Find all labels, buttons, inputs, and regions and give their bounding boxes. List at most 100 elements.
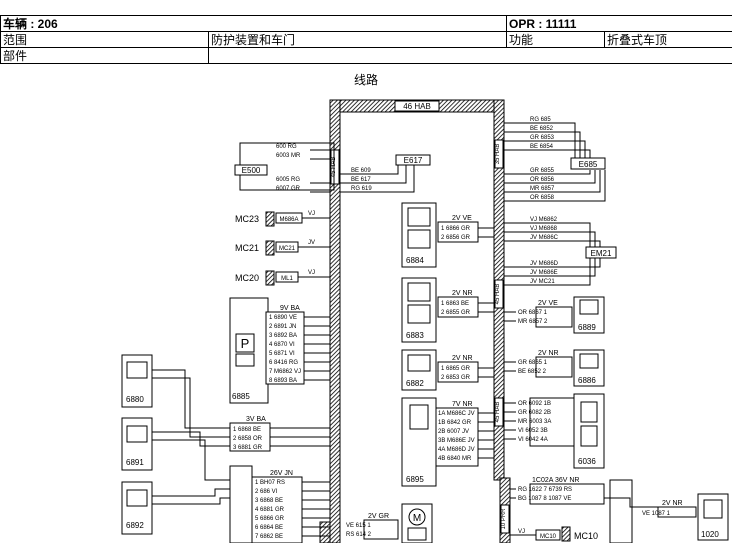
component-6882: 6882 2V NR 1 6865 GR 2 6853 GR [401,349,494,391]
c6884-conn: 2V VE [452,215,472,222]
component-6892: 6892 [121,481,230,535]
c6889-label: 6889 [578,323,596,332]
c3v-conn: 3V BA [246,416,266,423]
c6882-row: 2 6853 GR [441,375,471,381]
c1c02a-row: BG 1087 8 1087 VE [518,496,571,502]
e685-wire: OR 6858 [530,195,555,201]
c26v-row: 6 6864 BE [255,525,283,531]
em21-connector: VJ M6862 VJ M6868 JV M686C JV M686D JV M… [504,217,617,286]
e617-wire: BE 617 [351,177,371,183]
c6885-row: 3 6892 BA [269,333,297,339]
harness-bottom-tag: 10 PRR [501,508,507,530]
car-icon [126,425,148,443]
component-6895: 6895 7V NR 1A M686C JV 1B 6842 GR 2B 600… [401,397,494,487]
switch-icon [409,404,429,430]
c6884-label: 6884 [406,256,424,265]
c1c02a-row: RG 1622 7 6739 RS [518,487,572,493]
c6892-label: 6892 [126,521,144,530]
ground-connectors: MC23 M686A VJ MC21 MC21 JV MC20 ML1 VJ [235,211,330,286]
c6891-label: 6891 [126,458,144,467]
c6036-row: OR 6092 1B [518,401,551,407]
mc10-wire: VJ [518,529,525,535]
e500-wire: 6007 GR [276,186,301,192]
c6895-label: 6895 [406,475,424,484]
e500-label: E500 [242,166,261,175]
diagram-caption: 线路 [353,73,378,87]
connector-2v-gr: 2V GR VE 615 1 RS 614 2 M [346,503,433,543]
c6883-conn: 2V NR [452,290,473,297]
c6886-conn: 2V NR [538,350,559,357]
c6895-row: 2B 6007 JV [438,429,469,435]
em21-wire: JV M686E [530,270,558,276]
wire-color: JV [308,240,315,246]
m686a-label: M686A [279,217,298,223]
e685-label: E685 [579,160,598,169]
ml1-label: ML1 [281,276,293,282]
c6889-row: MR 6857 2 [518,319,548,325]
car-icon [407,207,431,227]
e500-wire: 600 RG [276,144,297,150]
harness-main-label: 46 HAB [403,102,431,111]
e685-connector: RG 685 BE 6852 GR 6853 BE 6854 GR 6855 O… [504,117,606,202]
mc10-label: MC10 [574,531,598,541]
main-harness: 46 HAB 45 HAB 35 HAB 45 HAB 45 HAB 10 PR… [319,99,511,543]
motor-icon [408,508,426,526]
c26v-row: 4 6881 GR [255,507,285,513]
component-6885: P 6885 9V BA 1 6890 VE 2 6891 JN 3 6892 … [229,297,330,404]
c26v-conn: 26V JN [270,470,293,477]
car-icon [407,354,431,372]
c6882-conn: 2V NR [452,355,473,362]
c3v-row: 3 6881 GR [233,445,263,451]
car-icon [579,353,599,369]
motor-icon-glyph: M [413,513,421,524]
car-icon [579,299,599,315]
c3v-row: 2 6858 OR [233,436,263,442]
door-icon [407,229,431,249]
c26v-row: 2 686 VI [255,489,278,495]
c6885-conn: 9V BA [280,305,300,312]
c3v-row: 1 6868 BE [233,427,261,433]
parking-icon-glyph: P [241,336,250,351]
em21-label: EM21 [591,249,612,258]
c6036-row: GR 6082 2B [518,410,551,416]
em21-wire: JV M686C [530,235,559,241]
c6895-row: 1A M686C JV [438,411,475,417]
c2vgr-row: VE 615 1 [346,523,371,529]
c2vgr-conn: 2V GR [368,513,389,520]
e500-wire: 6003 MR [276,153,301,159]
c6886-label: 6886 [578,376,596,385]
switch-icon [580,401,598,423]
component-1020: 2V NR VE 1087 1 1020 [642,493,729,541]
e685-wire: MR 6857 [530,186,555,192]
mc21b-label: MC21 [279,246,296,252]
c6895-row: 4A M686D JV [438,447,475,453]
c6895-row: 3B M686E JV [438,438,475,444]
roof-icon [407,527,427,541]
c6885-row: 7 M6862 VJ [269,369,301,375]
e617-wire: RG 619 [351,186,372,192]
c26v-row: 5 6866 GR [255,516,285,522]
e685-wire: GR 6853 [530,135,555,141]
mc20-label: MC20 [235,273,259,283]
part-label-cell: 部件 [0,47,209,64]
em21-wire: JV MC21 [530,279,555,285]
c6889-conn: 2V VE [538,300,558,307]
e685-wire: GR 6855 [530,168,555,174]
c1020-row: VE 1087 1 [642,511,671,517]
car-icon [126,361,148,379]
e617-wire: BE 609 [351,168,371,174]
c6886-row: BE 6852 2 [518,369,547,375]
function-label-cell: 功能 [506,31,605,48]
c6884-row: 1 6866 GR [441,226,471,232]
component-6886: 2V NR GR 6865 1 BE 6852 2 6886 [504,349,605,387]
wire-color: VJ [308,270,315,276]
c6885-row: 2 6891 JN [269,324,296,330]
car-icon [407,282,431,302]
em21-wire: JV M686D [530,261,559,267]
e685-wire: BE 6852 [530,126,554,132]
mc10b-label: MC10 [540,534,557,540]
c6895-row: 1B 6842 GR [438,420,472,426]
c6889-row: OR 6867 1 [518,310,548,316]
e617-connector: E617 BE 609 BE 617 RG 619 [340,154,431,193]
